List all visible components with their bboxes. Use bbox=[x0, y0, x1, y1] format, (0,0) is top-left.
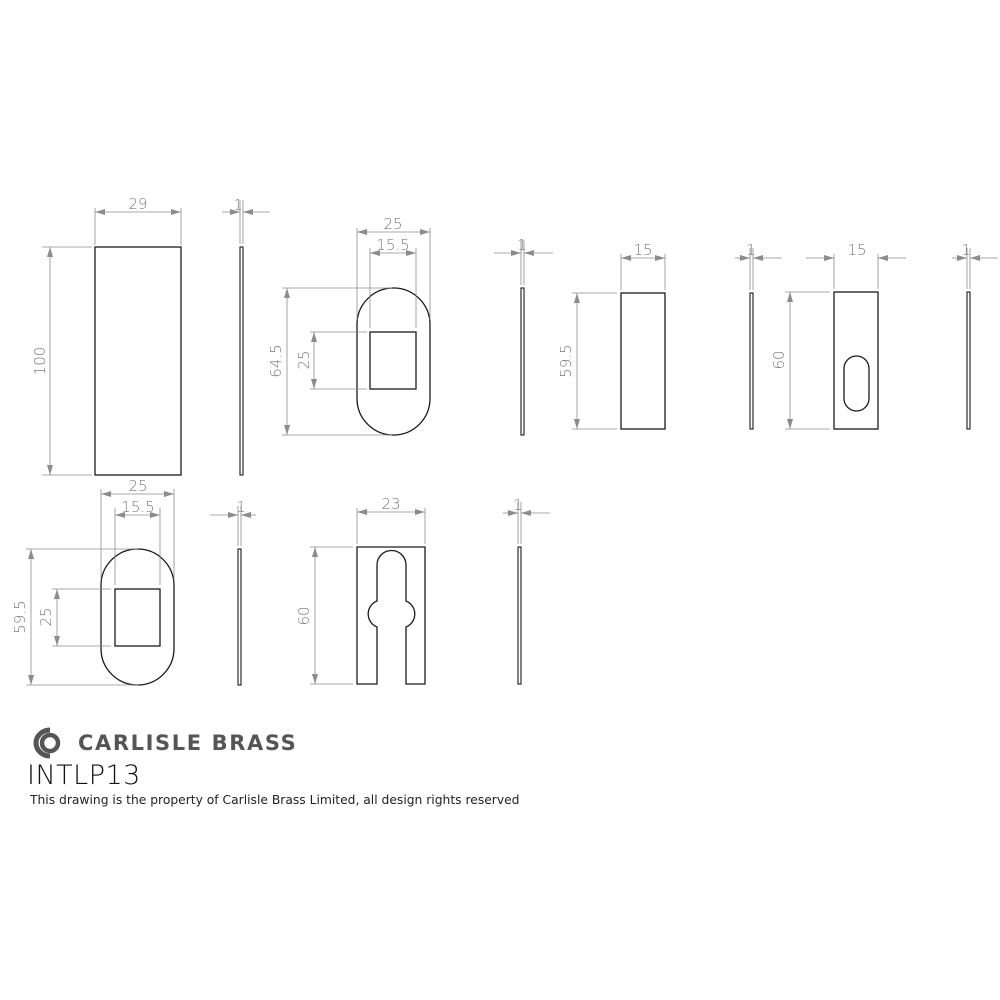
carlisle-brass-logo-icon bbox=[33, 727, 61, 759]
part-oval-escutcheon-64.5-side: 1 bbox=[494, 236, 553, 436]
part-plate-60x15-slot: 15 60 bbox=[770, 241, 906, 430]
dim-height-100: 100 bbox=[31, 347, 49, 376]
brand-block: CARLISLE BRASS bbox=[28, 726, 297, 760]
dim-width-15: 15 bbox=[633, 241, 652, 259]
part-plate-60x15-slot-side: 1 bbox=[952, 241, 998, 430]
part-oval-escutcheon-59.5: 25 15.5 59.5 25 bbox=[11, 477, 175, 686]
dim-height-59.5: 59.5 bbox=[557, 344, 575, 377]
part-plate-59.5x15: 15 59.5 bbox=[557, 241, 666, 430]
dim-width-25: 25 bbox=[128, 477, 147, 495]
dim-thickness-1: 1 bbox=[517, 236, 527, 254]
dim-inner-height-25: 25 bbox=[295, 350, 313, 369]
dim-height-60: 60 bbox=[770, 350, 788, 369]
part-oval-escutcheon-59.5-side: 1 bbox=[210, 498, 256, 686]
dim-inner-height-25: 25 bbox=[37, 607, 55, 626]
part-oval-escutcheon-64.5: 25 15.5 64.5 25 bbox=[267, 215, 431, 436]
dim-width-15: 15 bbox=[847, 241, 866, 259]
part-plate-59.5x15-side: 1 bbox=[735, 241, 782, 430]
product-code: INTLP13 bbox=[27, 760, 141, 791]
dim-width-25: 25 bbox=[383, 215, 402, 233]
dim-thickness-1: 1 bbox=[746, 241, 756, 259]
part-plate-100x29: 29 100 bbox=[31, 195, 182, 476]
dim-thickness-1: 1 bbox=[513, 496, 523, 514]
dim-inner-width-15.5: 15.5 bbox=[121, 498, 154, 516]
dim-height-60: 60 bbox=[295, 606, 313, 625]
copyright-notice: This drawing is the property of Carlisle… bbox=[30, 793, 520, 807]
dim-width-29: 29 bbox=[128, 195, 147, 213]
dim-thickness-1: 1 bbox=[961, 241, 971, 259]
dim-thickness-1: 1 bbox=[233, 196, 243, 214]
part-plate-60x23-keyhole: 23 60 bbox=[295, 495, 426, 685]
dim-height-64.5: 64.5 bbox=[267, 344, 285, 377]
dim-width-23: 23 bbox=[381, 495, 400, 513]
part-plate-60x23-keyhole-side: 1 bbox=[503, 496, 550, 685]
brand-name: CARLISLE BRASS bbox=[78, 731, 298, 755]
dim-height-59.5: 59.5 bbox=[11, 600, 29, 633]
dim-thickness-1: 1 bbox=[236, 498, 246, 516]
dim-inner-width-15.5: 15.5 bbox=[376, 236, 409, 254]
part-plate-100x29-side: 1 bbox=[222, 196, 270, 476]
